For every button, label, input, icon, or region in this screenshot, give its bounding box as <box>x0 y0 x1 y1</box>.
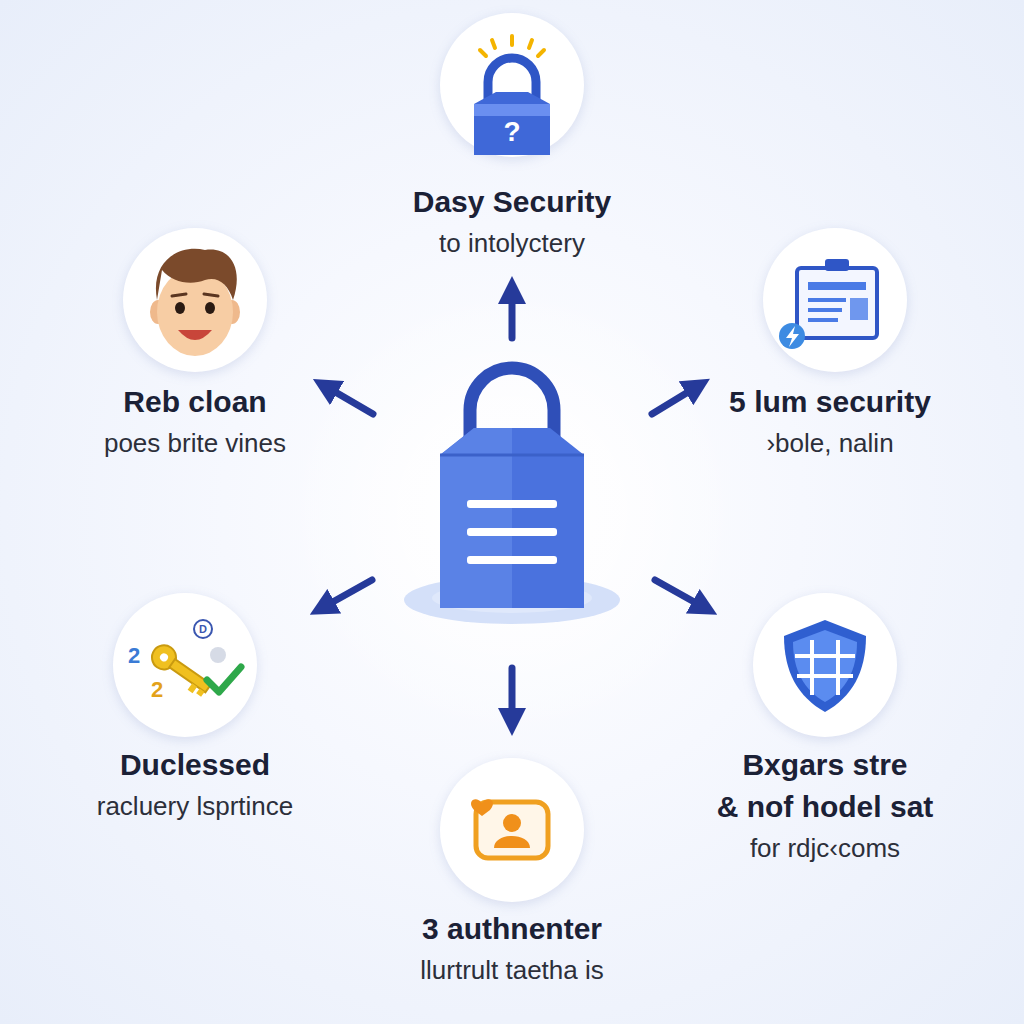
item-description: racluery lsprtince <box>25 786 365 826</box>
icon-number: 2 <box>151 679 163 701</box>
item-description: poes brite vines <box>25 423 365 463</box>
icon-number: 2 <box>128 645 140 667</box>
radiating-arrows <box>322 290 705 722</box>
center-glow <box>282 282 742 742</box>
icon-letter: D <box>199 624 207 635</box>
auth-item: 3 authnenterllurtrult taetha is <box>322 758 702 990</box>
item-heading: 5 lum security <box>660 381 1000 423</box>
item-heading: Dasy Security <box>322 181 702 223</box>
shield-item: Bxgars stre& nof hodel satfor rdjc‹coms <box>655 593 995 868</box>
item-description: to intolyctery <box>322 223 702 263</box>
document-item: 5 lum security›bole, nalin <box>660 228 1000 463</box>
face-avatar <box>150 249 240 356</box>
item-heading: Duclessed <box>25 744 365 786</box>
item-heading: Bxgars stre <box>655 744 995 786</box>
item-heading: & nof hodel sat <box>655 786 995 828</box>
item-heading: 3 authnenter <box>322 908 702 950</box>
user-badge-icon <box>471 799 548 858</box>
shield-icon <box>784 620 866 712</box>
lock-symbol: ? <box>503 118 520 146</box>
padlock-icon <box>474 36 550 155</box>
clipboard-icon <box>779 259 877 349</box>
central-lock-icon <box>404 368 620 624</box>
item-description: ›bole, nalin <box>660 423 1000 463</box>
item-description: llurtrult taetha is <box>322 950 702 990</box>
key-item: Duclessedracluery lsprtince <box>25 593 365 826</box>
item-description: for rdjc‹coms <box>655 828 995 868</box>
user-item: Reb cloanpoes brite vines <box>25 228 365 463</box>
item-heading: Reb cloan <box>25 381 365 423</box>
